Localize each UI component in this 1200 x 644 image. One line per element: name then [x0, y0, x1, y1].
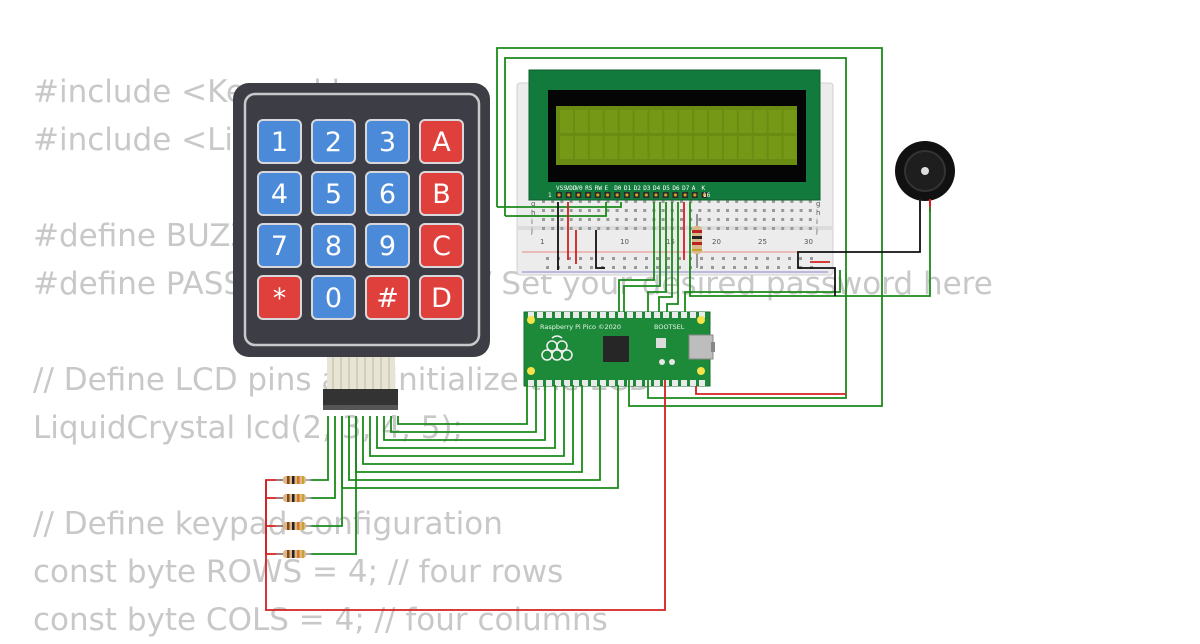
- lcd-pin-label: D0: [614, 185, 622, 192]
- raspberry-pi-pico[interactable]: Raspberry Pi Pico ©2020 BOOTSEL: [523, 311, 715, 387]
- bb-row-letter: i: [531, 218, 533, 226]
- mounting-hole: [697, 367, 705, 375]
- lcd-pin-label: E: [605, 185, 609, 192]
- key-label: 3: [379, 127, 396, 158]
- key-c[interactable]: C: [419, 223, 464, 268]
- keypad-ribbon-cable: [323, 357, 398, 410]
- pull-resistor[interactable]: [276, 494, 312, 502]
- pico-title: Raspberry Pi Pico ©2020: [540, 323, 621, 331]
- code-line: // Define keypad configuration: [33, 506, 503, 542]
- key-label: *: [273, 283, 287, 314]
- key-label: C: [432, 231, 451, 262]
- key-star[interactable]: *: [257, 275, 302, 320]
- lcd-pin-label: D6: [672, 185, 680, 192]
- bb-row-letter: h: [816, 209, 820, 217]
- lcd-pin-label: VSS: [556, 185, 567, 192]
- key-label: 2: [325, 127, 342, 158]
- circuit-diagram: g h i j g h i j 1 10 15 20 25 30 VSSVDDV…: [233, 47, 955, 611]
- breadboard-holes: [542, 200, 813, 269]
- lcd-pin-label: D4: [653, 185, 661, 192]
- key-6[interactable]: 6: [365, 171, 410, 216]
- lcd-backlight-resistor[interactable]: [692, 214, 702, 268]
- pico-pin-headers: [528, 312, 705, 386]
- bootsel-label: BOOTSEL: [654, 323, 685, 331]
- lcd-pin-label: A: [692, 185, 696, 192]
- key-label: 4: [271, 179, 288, 210]
- lcd-pin-first: 1: [548, 192, 552, 199]
- keypad-4x4[interactable]: 1 2 3 A 4 5 6 B 7 8 9 C * 0 # D: [233, 83, 490, 410]
- key-b[interactable]: B: [419, 171, 464, 216]
- lcd-pin-label: RW: [595, 185, 603, 192]
- mounting-hole: [527, 316, 535, 324]
- pull-resistor[interactable]: [276, 550, 312, 558]
- lcd-pin-label: D1: [624, 185, 632, 192]
- bb-row-letter: i: [816, 218, 818, 226]
- pull-down-resistors: [276, 476, 312, 558]
- wires: [265, 47, 931, 611]
- key-label: 6: [379, 179, 396, 210]
- mounting-hole: [697, 316, 705, 324]
- bootsel-button[interactable]: [656, 338, 666, 348]
- bb-row-letter: h: [531, 209, 535, 217]
- rp2040-chip: [603, 336, 629, 362]
- bb-col-number: 20: [712, 238, 721, 246]
- lcd-pin-label: V0: [575, 185, 583, 192]
- key-label: 7: [271, 231, 288, 262]
- lcd-pin-label: D7: [682, 185, 690, 192]
- key-label: 0: [325, 283, 342, 314]
- key-label: 5: [325, 179, 342, 210]
- breadboard-column-numbers: 1 10 15 20 25 30: [540, 238, 813, 246]
- key-d[interactable]: D: [419, 275, 464, 320]
- usb-port: [688, 334, 714, 360]
- breadboard-row-labels: g h i j g h i j: [530, 200, 820, 235]
- key-2[interactable]: 2: [311, 119, 356, 164]
- bb-col-number: 15: [666, 238, 675, 246]
- key-label: D: [431, 283, 452, 314]
- pull-resistor[interactable]: [276, 522, 312, 530]
- key-label: 1: [271, 127, 288, 158]
- bb-row-letter: g: [531, 200, 535, 208]
- key-label: 9: [379, 231, 396, 262]
- lcd-pin-label: RS: [585, 185, 593, 192]
- key-4[interactable]: 4: [257, 171, 302, 216]
- lcd-pin-last: 16: [703, 192, 711, 199]
- bb-col-number: 25: [758, 238, 767, 246]
- mounting-hole: [527, 367, 535, 375]
- bb-row-letter: j: [815, 227, 818, 235]
- key-3[interactable]: 3: [365, 119, 410, 164]
- key-5[interactable]: 5: [311, 171, 356, 216]
- lcd-character-grid: [560, 110, 797, 159]
- key-1[interactable]: 1: [257, 119, 302, 164]
- key-0[interactable]: 0: [311, 275, 356, 320]
- lcd-pin-label: D3: [643, 185, 651, 192]
- bb-col-number: 30: [804, 238, 813, 246]
- pull-resistor[interactable]: [276, 476, 312, 484]
- keypad-keys: 1 2 3 A 4 5 6 B 7 8 9 C * 0 # D: [257, 119, 464, 320]
- key-label: #: [376, 283, 399, 314]
- key-label: 8: [325, 231, 342, 262]
- lcd-pin-label: K: [702, 185, 706, 192]
- raspberry-logo-icon: [541, 335, 573, 361]
- key-8[interactable]: 8: [311, 223, 356, 268]
- buzzer[interactable]: [895, 141, 955, 212]
- lcd-pin-label: D2: [634, 185, 642, 192]
- key-7[interactable]: 7: [257, 223, 302, 268]
- key-a[interactable]: A: [419, 119, 464, 164]
- key-hash[interactable]: #: [365, 275, 410, 320]
- bb-col-number: 10: [620, 238, 629, 246]
- bb-col-number: 1: [540, 238, 544, 246]
- code-line: const byte ROWS = 4; // four rows: [33, 554, 564, 590]
- key-label: B: [432, 179, 451, 210]
- bb-row-letter: g: [816, 200, 820, 208]
- key-9[interactable]: 9: [365, 223, 410, 268]
- lcd-pin-label: VDD: [566, 185, 577, 192]
- key-label: A: [432, 127, 451, 158]
- usb-port-edge: [711, 342, 715, 352]
- bb-row-letter: j: [530, 227, 533, 235]
- lcd-pin-label: D5: [663, 185, 671, 192]
